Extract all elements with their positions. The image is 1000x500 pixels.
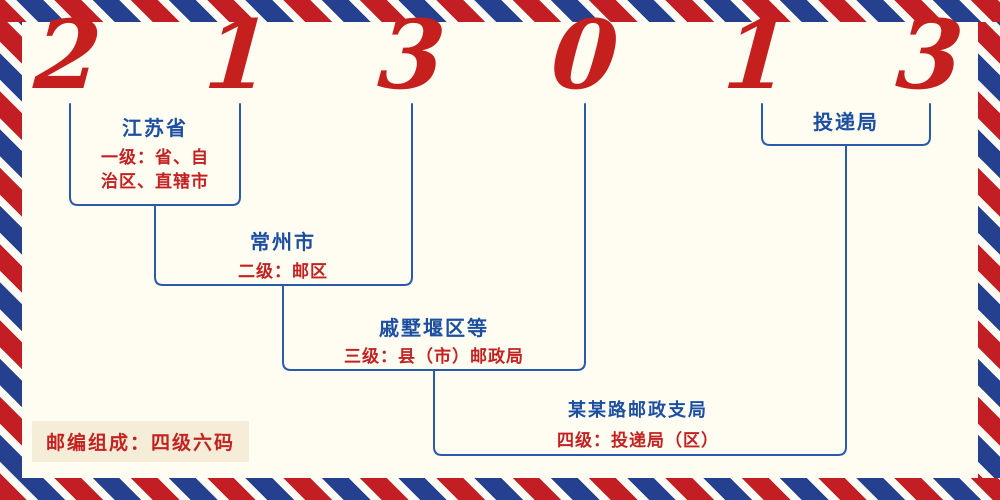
footer-note: 邮编组成：四级六码 <box>32 421 250 462</box>
delivery-office-name: 投递局 <box>813 110 879 134</box>
level1-name: 江苏省 <box>122 116 188 140</box>
level4-desc: 四级：投递局（区） <box>557 431 719 451</box>
level1-desc-line2: 治区、直辖市 <box>101 172 209 192</box>
airmail-border-top <box>0 0 1000 22</box>
level1-desc-line1: 一级：省、自 <box>101 148 209 168</box>
footer-note-text: 邮编组成：四级六码 <box>46 432 236 454</box>
postal-digit-3: 3 <box>375 0 449 111</box>
level4-name: 某某路邮政支局 <box>568 400 708 421</box>
airmail-border-bottom <box>0 478 1000 500</box>
postal-digit-5: 1 <box>720 0 794 111</box>
postal-digit-6: 3 <box>893 0 967 111</box>
airmail-border-right <box>978 0 1000 500</box>
level2-desc: 二级：邮区 <box>238 262 328 282</box>
postal-digit-1: 2 <box>31 0 105 111</box>
level3-name: 戚墅堰区等 <box>379 316 489 340</box>
postal-digit-4: 0 <box>548 0 622 111</box>
airmail-border-left <box>0 0 22 500</box>
postal-digit-2: 1 <box>201 0 275 111</box>
level3-desc: 三级：县（市）邮政局 <box>344 347 524 367</box>
level2-name: 常州市 <box>250 230 316 254</box>
